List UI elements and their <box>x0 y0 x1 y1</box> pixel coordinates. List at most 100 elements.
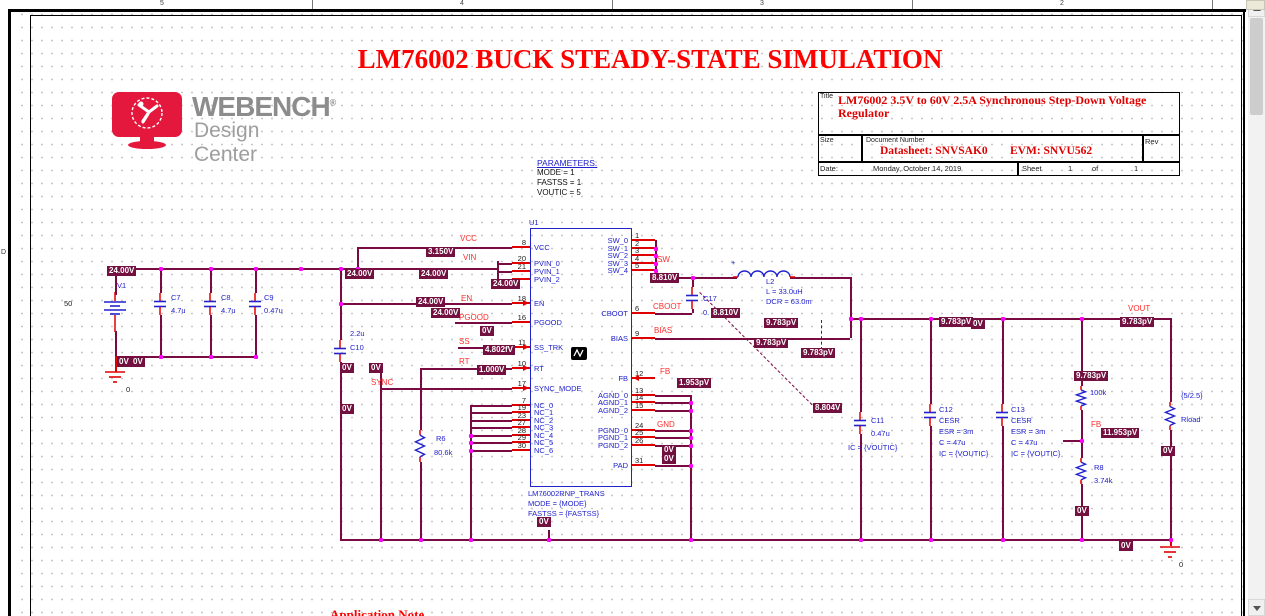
pin-name: SW_4 <box>607 266 628 275</box>
ground-symbol[interactable] <box>104 371 126 385</box>
component-label: R8 <box>1094 463 1104 472</box>
junction-dot <box>689 444 693 448</box>
scrollbar-thumb[interactable] <box>1250 18 1263 115</box>
component-label: V1 <box>117 281 127 290</box>
junction-dot <box>654 247 658 251</box>
wire <box>655 465 690 467</box>
schematic-canvas[interactable] <box>13 13 1246 616</box>
wire <box>1081 318 1083 386</box>
wire <box>548 530 550 539</box>
resistor-r8[interactable] <box>1074 458 1088 484</box>
wire <box>255 268 257 293</box>
resistor-r6[interactable] <box>413 430 427 462</box>
wire <box>255 315 257 356</box>
voltage-source-v1[interactable] <box>100 292 130 332</box>
capacitor-c17[interactable] <box>684 287 700 309</box>
pin-stub <box>512 411 530 413</box>
probe-marker-icon[interactable] <box>571 347 587 360</box>
pin-number: 17 <box>517 379 526 388</box>
pin-stub <box>512 302 530 304</box>
pin-number: 10 <box>517 359 526 368</box>
voltage-badge: 0V <box>480 326 494 336</box>
wire <box>115 268 497 270</box>
pin-number: 19 <box>517 403 526 412</box>
pin-name: SW_0 <box>607 236 628 245</box>
wire <box>115 356 255 358</box>
component-label: 80.6k <box>434 448 453 457</box>
application-note-heading: Application Note <box>330 607 425 616</box>
junction-dot <box>689 401 693 405</box>
component-label: 0.47u <box>871 429 890 438</box>
net-label: VCC <box>460 234 477 243</box>
pin-stub <box>632 444 655 446</box>
junction-dot <box>654 262 658 266</box>
scroll-down-button[interactable] <box>1248 599 1265 616</box>
webench-logo-icon <box>112 92 182 137</box>
capacitor-c11[interactable] <box>852 412 868 434</box>
pin-name: PGND_1 <box>597 433 628 442</box>
ruler-number: 3 <box>760 0 764 7</box>
pin-number: 24 <box>635 421 644 430</box>
pin-name: PAD <box>613 461 628 470</box>
inductor-l2[interactable] <box>733 269 795 283</box>
junction-dot <box>209 355 213 359</box>
net-label: GND <box>657 420 675 429</box>
wire <box>850 277 852 338</box>
wire <box>115 268 117 295</box>
wire <box>455 322 512 324</box>
wire <box>655 402 690 404</box>
ground-symbol[interactable] <box>1159 546 1181 560</box>
component-label: R6 <box>436 434 446 443</box>
pin-stub <box>512 449 530 451</box>
page-title: LM76002 BUCK STEADY-STATE SIMULATION <box>357 44 943 74</box>
title-label: Title <box>820 93 833 100</box>
component-label: C10 <box>350 343 364 352</box>
rev-label: Rev <box>1145 137 1159 146</box>
component-label: 3.74k <box>1094 476 1113 485</box>
junction-dot <box>859 317 863 321</box>
pin-name: PVIN_0 <box>534 259 560 268</box>
component-label: C11 <box>871 416 885 425</box>
junction-dot <box>929 317 933 321</box>
voltage-badge: 0V <box>537 517 551 527</box>
pin-name: NC_5 <box>534 438 554 447</box>
capacitor-c10[interactable] <box>332 340 348 362</box>
junction-dot <box>469 441 473 445</box>
component-label: + <box>731 258 736 267</box>
resistor-rload[interactable] <box>1163 402 1177 430</box>
pin-name: NC_0 <box>534 401 554 410</box>
capacitor-c8[interactable] <box>202 293 218 315</box>
ruler-tick <box>1212 0 1213 9</box>
logo-brand: WEBENCH® <box>192 91 336 122</box>
wire <box>1081 410 1083 458</box>
capacitor-c7[interactable] <box>152 293 168 315</box>
sheet-total: 1 <box>1134 164 1139 173</box>
vertical-scrollbar[interactable] <box>1248 0 1265 616</box>
capacitor-c12[interactable] <box>922 404 938 426</box>
logo-subtitle: Design Center <box>194 119 260 166</box>
junction-dot <box>1080 317 1084 321</box>
pin-arrow-icon <box>523 364 529 371</box>
pin-number: 14 <box>635 393 644 402</box>
pin-arrow-icon <box>633 374 639 381</box>
pin-number: 8 <box>521 238 526 247</box>
evm-number: EVM: SNVU562 <box>1010 145 1093 157</box>
sheet-number: 1 <box>1068 164 1073 173</box>
capacitor-c9[interactable] <box>247 293 263 315</box>
page-border-right <box>1243 9 1245 616</box>
net-label: RT <box>459 357 470 366</box>
voltage-badge: 24.00V <box>416 297 446 307</box>
ruler-tick <box>912 0 913 9</box>
voltage-badge: 8.810V <box>650 273 680 283</box>
resistor-r7-100k[interactable] <box>1074 386 1088 410</box>
wire <box>420 368 512 370</box>
wire <box>655 338 850 340</box>
pin-name: NC_3 <box>534 423 554 432</box>
component-label: C9 <box>264 293 274 302</box>
junction-dot <box>859 538 863 542</box>
ic-u1[interactable] <box>530 228 632 487</box>
logo-stand <box>140 136 154 142</box>
capacitor-c13[interactable] <box>994 404 1010 426</box>
pin-number: 25 <box>635 428 644 437</box>
net-label: SW <box>657 255 670 264</box>
